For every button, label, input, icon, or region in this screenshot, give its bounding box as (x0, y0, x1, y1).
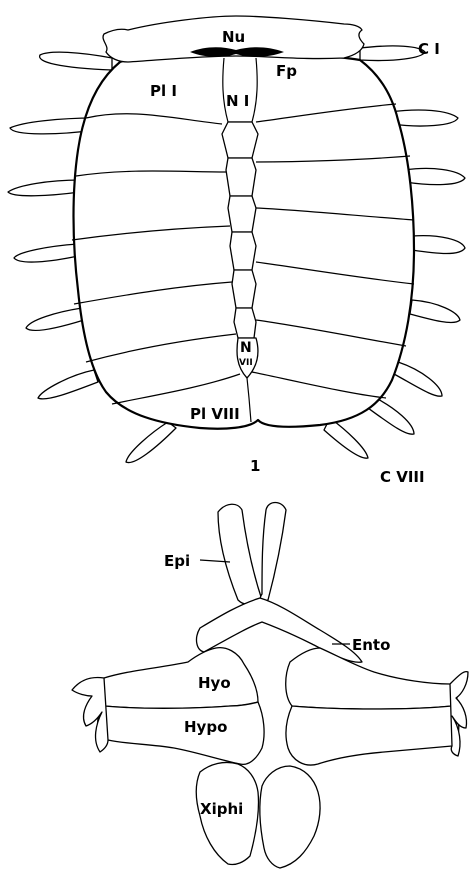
rib-left-6 (38, 370, 98, 399)
label-c1: C I (418, 40, 440, 58)
rib-right-2 (390, 110, 458, 126)
rib-left-3 (8, 180, 80, 196)
xiphiplastron-right (260, 766, 320, 868)
rib-left-1 (40, 52, 112, 70)
neural-3 (226, 158, 256, 196)
neural-2 (222, 122, 258, 158)
label-xiphi: Xiphi (200, 800, 243, 818)
hypoplastron-right (286, 706, 459, 765)
label-nvii-vii: VII (239, 358, 253, 368)
rib-left-4 (14, 244, 78, 262)
bridge-left (72, 678, 108, 753)
neural-6 (232, 270, 256, 308)
rib-right-6 (394, 362, 442, 396)
rib-right-1 (360, 46, 425, 61)
epiplastron-right (260, 503, 286, 601)
label-c8: C VIII (380, 468, 425, 486)
rib-right-5 (410, 300, 460, 322)
rib-left-5 (26, 308, 84, 330)
label-n1: N I (226, 92, 249, 110)
label-epi: Epi (164, 552, 190, 570)
hyoplastron-left (98, 648, 258, 709)
plastron: Epi Ento Hyo Hypo Xiphi (72, 503, 468, 869)
neural-4 (228, 196, 256, 232)
hyoplastron-right (286, 648, 457, 709)
rib-right-3 (405, 168, 465, 184)
neural-7 (234, 308, 256, 338)
neural-5 (230, 232, 256, 270)
hypoplastron-left (98, 702, 264, 764)
epiplastron-left (218, 504, 262, 604)
rib-right-4 (412, 236, 465, 254)
label-hyo: Hyo (198, 674, 231, 692)
label-nu: Nu (222, 28, 245, 46)
figure-number: 1 (250, 457, 260, 475)
label-ento: Ento (352, 636, 390, 654)
label-nvii-n: N (240, 340, 252, 356)
label-fp: Fp (276, 62, 297, 80)
label-pl1: Pl I (150, 82, 177, 100)
carapace: Nu Fp C I Pl I N I N VII Pl VIII C VIII (8, 16, 465, 486)
label-pl8: Pl VIII (190, 405, 240, 423)
rib-left-8 (126, 422, 176, 463)
label-hypo: Hypo (184, 718, 227, 736)
bridge-right (450, 672, 468, 756)
